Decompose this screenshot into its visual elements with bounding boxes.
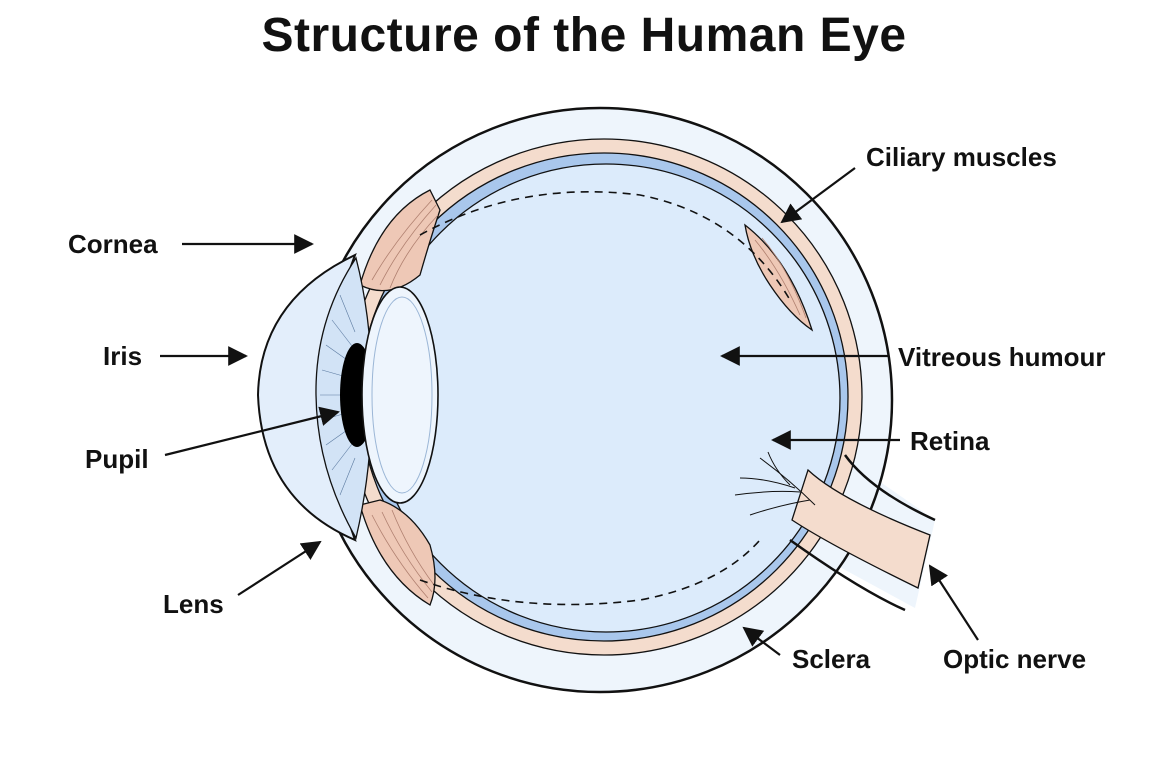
label-lens: Lens	[163, 589, 224, 619]
ciliary-body-upper	[359, 189, 441, 292]
label-sclera: Sclera	[792, 644, 871, 674]
vitreous-body	[371, 163, 841, 633]
optic-nerve-band	[791, 468, 931, 589]
label-pupil: Pupil	[85, 444, 149, 474]
label-cornea: Cornea	[68, 229, 158, 259]
dashed-boundary-lower	[419, 539, 761, 606]
optic-nerve-lower-line	[789, 538, 906, 612]
arrow-sclera	[742, 626, 781, 656]
optic-nerve-upper-line	[843, 454, 936, 522]
label-retina: Retina	[910, 426, 990, 456]
arrow-pupil	[164, 406, 340, 457]
lens-shape	[361, 286, 439, 504]
dashed-boundary	[419, 191, 791, 301]
label-iris: Iris	[103, 341, 142, 371]
arrow-optic	[928, 564, 979, 641]
page-title: Structure of the Human Eye	[261, 9, 907, 62]
lens-inner	[371, 296, 433, 494]
label-ciliary-muscles: Ciliary muscles	[866, 142, 1057, 172]
label-optic-nerve: Optic nerve	[943, 644, 1086, 674]
arrow-lens	[237, 540, 322, 596]
retinal-vessels	[734, 451, 816, 516]
label-arrows	[160, 167, 979, 656]
ciliary-fibres	[371, 199, 807, 599]
label-vitreous-humour: Vitreous humour	[898, 342, 1106, 372]
arrow-ciliary	[780, 167, 856, 224]
